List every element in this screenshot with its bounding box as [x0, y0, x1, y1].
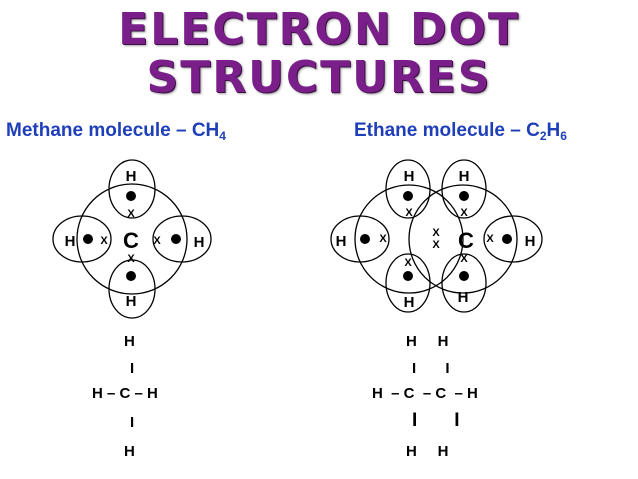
x-mark: X: [379, 233, 387, 245]
ethane-electrons: [360, 191, 512, 281]
ethane-heading: Ethane molecule – C2H6: [354, 120, 567, 143]
methane-structural-row-3: H – C – H: [92, 385, 158, 402]
ethane-structural-row-3: H – C – C – H: [372, 385, 478, 402]
electron-dot: [83, 234, 93, 244]
methane-heading: Methane molecule – CH4: [6, 120, 226, 143]
x-mark: X: [460, 253, 468, 265]
ethane-carbon-shell-right: [408, 184, 518, 294]
x-mark: X: [405, 207, 413, 219]
methane-h-right-orbital: [152, 215, 212, 263]
methane-h-right: H: [194, 234, 205, 251]
electron-dot: [126, 191, 136, 201]
x-mark: X: [460, 207, 468, 219]
ethane-carbon-shell-left: [354, 184, 464, 294]
electron-dot: [360, 234, 370, 244]
ethane-carbon-right: C: [458, 228, 474, 253]
methane-h-bottom: H: [126, 293, 137, 310]
ethane-orbitals: [330, 159, 543, 313]
methane-orbitals: [52, 159, 212, 319]
methane-electrons: [83, 191, 181, 281]
methane-h-top: H: [126, 168, 137, 185]
ethane-h-orbital: [441, 253, 487, 313]
methane-h-bottom-orbital: [108, 259, 156, 319]
x-mark: X: [100, 235, 108, 247]
ethane-h-orbital: [385, 159, 431, 219]
methane-h-left: H: [65, 233, 76, 250]
title-line-2: STRUCTURES: [146, 52, 492, 103]
methane-h-left-orbital: [52, 215, 112, 263]
ethane-h-orbital: [330, 215, 390, 263]
ethane-h-right: H: [525, 233, 536, 250]
x-mark: X: [432, 227, 440, 239]
x-mark: X: [127, 208, 135, 220]
ethane-h-orbital: [385, 253, 431, 313]
electron-dot: [459, 271, 469, 281]
ethane-h-left: H: [336, 233, 347, 250]
ethane-h-orbital: [483, 215, 543, 263]
electron-dot: [502, 234, 512, 244]
ethane-h-top-right: H: [459, 168, 470, 185]
x-mark: X: [127, 253, 135, 265]
electron-dot: [403, 191, 413, 201]
ethane-h-top-left: H: [404, 168, 415, 185]
methane-carbon-shell: [76, 183, 188, 295]
ethane-h-bottom-left: H: [404, 294, 415, 311]
ethane-structural-row-2: I I: [412, 360, 450, 377]
x-mark: X: [153, 235, 161, 247]
electron-dot: [403, 271, 413, 281]
x-mark: X: [486, 233, 494, 245]
x-mark: X: [432, 239, 440, 251]
ethane-structural-row-4: I I: [412, 410, 460, 431]
methane-structural-row-5: H: [124, 443, 135, 460]
methane-structural-row-2: I: [130, 360, 135, 377]
ethane-structural-row-1: H H: [406, 333, 449, 350]
ethane-h-bottom-right: H: [458, 289, 469, 306]
title-line-1: ELECTRON DOT: [118, 4, 520, 55]
ethane-structural-row-5: H H: [406, 443, 449, 460]
methane-structural-row-1: H: [124, 333, 135, 350]
electron-dot: [171, 234, 181, 244]
methane-structural-row-4: I: [130, 414, 135, 431]
ethane-h-orbital: [441, 159, 487, 219]
methane-carbon: C: [123, 228, 139, 253]
methane-h-top-orbital: [108, 159, 156, 219]
electron-dot: [459, 191, 469, 201]
x-mark: X: [404, 257, 412, 269]
electron-dot: [126, 271, 136, 281]
